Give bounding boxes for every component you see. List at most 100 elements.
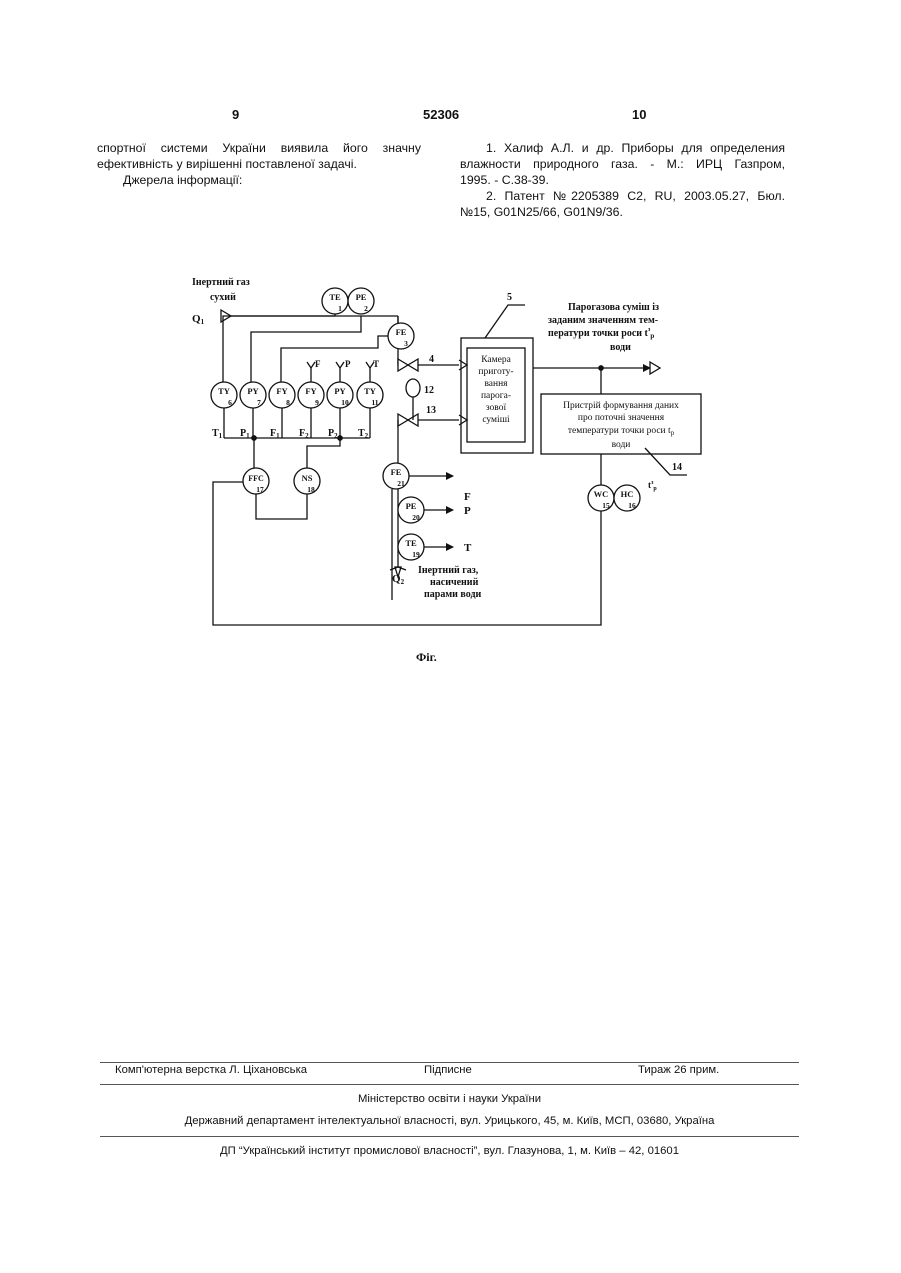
- tap-p-icon: [336, 362, 344, 368]
- inert-gas-sat-line-3: парами води: [424, 589, 481, 600]
- inert-gas-sat-line-1: Інертний газ,: [418, 565, 479, 576]
- py7-wire: [251, 316, 361, 382]
- svg-text:TY: TY: [364, 386, 376, 396]
- footer-rule-2: [100, 1084, 799, 1085]
- svg-text:PY: PY: [247, 386, 258, 396]
- label-5: 5: [507, 292, 512, 303]
- svg-text:18: 18: [307, 485, 315, 494]
- fy8-wire: [281, 336, 388, 382]
- svg-text:PY: PY: [334, 386, 345, 396]
- svg-text:15: 15: [602, 501, 610, 510]
- inert-gas-sat-line-2: насичений: [430, 577, 479, 588]
- svg-text:8: 8: [286, 398, 290, 407]
- svg-text:TE: TE: [405, 538, 417, 548]
- svg-text:FFC: FFC: [248, 474, 264, 483]
- svg-text:FY: FY: [305, 386, 316, 396]
- ref-1-line-2: влажности природного газа. - М.: ИРЦ Газ…: [460, 156, 785, 172]
- chamber-inlet-2-arrow: [459, 415, 467, 425]
- device-line-4: води: [612, 440, 631, 450]
- tp-label: tзр: [648, 480, 657, 492]
- svg-text:16: 16: [628, 501, 636, 510]
- figure-caption: Фіг.: [416, 650, 437, 665]
- bus-label-f2: F2: [299, 428, 309, 440]
- valve-4-icon: [398, 359, 418, 371]
- bus-label-t1: T1: [212, 428, 223, 440]
- valve-12-icon: [406, 379, 420, 397]
- tap-t-label: T: [373, 359, 379, 369]
- svg-text:20: 20: [412, 513, 420, 522]
- svg-text:FY: FY: [276, 386, 287, 396]
- svg-text:PE: PE: [356, 292, 367, 302]
- output-line-1: Парогазова суміш із: [568, 302, 659, 313]
- tap-f-label: F: [315, 359, 321, 369]
- label-4: 4: [429, 354, 434, 365]
- svg-text:17: 17: [256, 485, 264, 494]
- footer-department: Державний департамент інтелектуальної вл…: [100, 1115, 799, 1127]
- ref-2-line-2: №15, G01N25/66, G01N9/36.: [460, 204, 785, 220]
- document-number: 52306: [423, 107, 459, 122]
- label-13: 13: [426, 405, 436, 416]
- tap-p-label: P: [345, 359, 351, 369]
- svg-text:3: 3: [404, 339, 408, 348]
- process-diagram: Інертний газ сухий Q1 Q2 Парогазова сумі…: [180, 270, 720, 635]
- left-column: спортної системи України виявила його зн…: [97, 140, 421, 188]
- svg-text:1: 1: [338, 304, 342, 313]
- output-arrow-icon: [650, 362, 660, 374]
- svg-text:NS: NS: [302, 473, 313, 483]
- svg-text:7: 7: [257, 398, 261, 407]
- svg-text:6: 6: [228, 398, 232, 407]
- valve-13-icon: [398, 414, 418, 426]
- ref-2-line-1: 2. Патент №2205389 С2, RU, 2003.05.27, Б…: [460, 188, 785, 204]
- svg-text:FE: FE: [396, 327, 407, 337]
- svg-text:2: 2: [364, 304, 368, 313]
- inert-gas-dry-line-2: сухий: [210, 292, 236, 303]
- bus-label-f1: F1: [270, 428, 280, 440]
- device-line-2: про поточні значення: [578, 413, 665, 423]
- footer-institute: ДП “Український інститут промислової вла…: [100, 1145, 799, 1157]
- ffc-ns-link: [256, 494, 307, 519]
- ref-1-line-1: 1. Халиф А.Л. и др. Приборы для определе…: [460, 140, 785, 156]
- ref-1-line-3: 1995. - С.38-39.: [460, 172, 785, 188]
- svg-text:PE: PE: [406, 501, 417, 511]
- svg-text:FE: FE: [391, 467, 402, 477]
- output-p: P: [464, 505, 471, 517]
- svg-text:9: 9: [315, 398, 319, 407]
- svg-text:10: 10: [341, 398, 349, 407]
- svg-text:WC: WC: [594, 489, 609, 499]
- inert-gas-dry-line-1: Інертний газ: [192, 277, 250, 288]
- footer-ministry: Міністерство освіти і науки України: [100, 1093, 799, 1105]
- left-line-3: Джерела інформації:: [97, 172, 421, 188]
- ty6-wire: [223, 316, 335, 382]
- footer-layout: Комп'ютерна верстка Л. Ціхановська: [115, 1064, 307, 1076]
- tap-f-icon: [307, 362, 315, 368]
- device-line-3: температури точки роси tр: [568, 426, 675, 437]
- footer-rule-3: [100, 1136, 799, 1137]
- chamber-line-5: зової: [486, 403, 507, 413]
- q1-label: Q1: [192, 313, 205, 326]
- svg-text:19: 19: [412, 550, 420, 559]
- left-page-number: 9: [232, 107, 239, 122]
- output-t: T: [464, 542, 472, 554]
- output-line-2: заданим значенням тем-: [548, 315, 658, 326]
- q2-label: Q2: [392, 573, 405, 586]
- label-5-leader: [485, 305, 525, 338]
- footer-signed: Підписне: [424, 1064, 472, 1076]
- svg-text:21: 21: [397, 479, 405, 488]
- svg-text:11: 11: [371, 398, 378, 407]
- left-line-2: ефективність у вирішенні поставленої зад…: [97, 156, 421, 172]
- bus-label-p2: P2: [328, 428, 338, 440]
- chamber-line-1: Камера: [481, 355, 511, 365]
- left-line-1: спортної системи України виявила його зн…: [97, 140, 421, 156]
- output-f: F: [464, 491, 471, 503]
- label-12: 12: [424, 385, 434, 396]
- output-line-4: води: [610, 342, 631, 353]
- bus-label-t2: T2: [358, 428, 369, 440]
- chamber-line-4: парога-: [481, 391, 511, 401]
- svg-text:HC: HC: [621, 489, 634, 499]
- label-14: 14: [672, 462, 682, 473]
- svg-text:TY: TY: [218, 386, 230, 396]
- svg-text:TE: TE: [329, 292, 341, 302]
- chamber-line-6: суміші: [482, 415, 510, 425]
- bus-label-p1: P1: [240, 428, 250, 440]
- chamber-inlet-1-arrow: [459, 360, 467, 370]
